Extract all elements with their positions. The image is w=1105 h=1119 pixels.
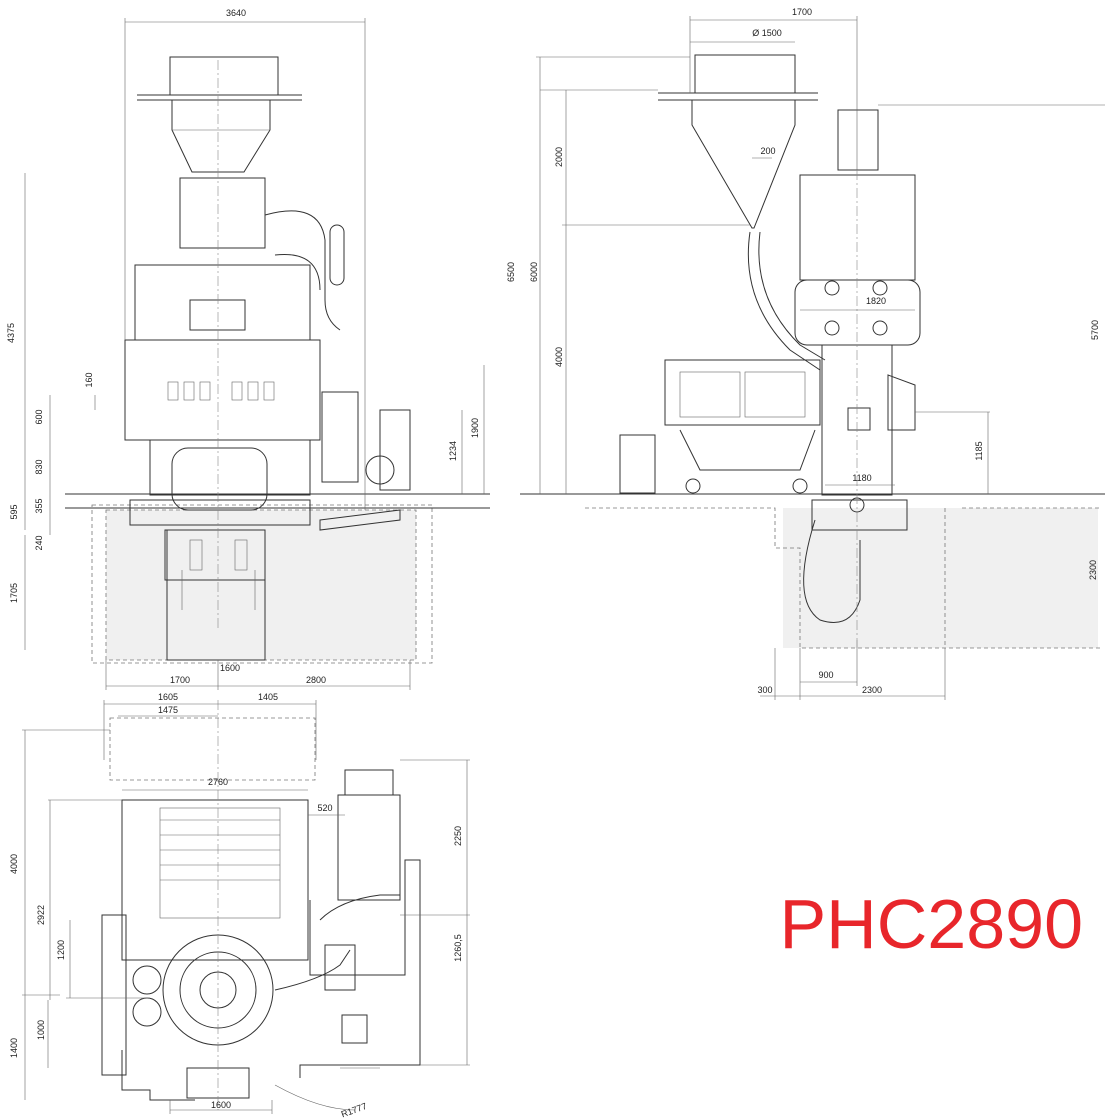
dim-1900: 1900: [470, 418, 480, 438]
dim-3640: 3640: [226, 8, 246, 18]
dim-1605: 1605: [158, 692, 178, 702]
dim-5700: 5700: [1090, 320, 1100, 340]
dim-160: 160: [84, 372, 94, 387]
dim-240: 240: [34, 535, 44, 550]
dim-2922: 2922: [36, 905, 46, 925]
dim-830: 830: [34, 459, 44, 474]
dim-1185: 1185: [974, 441, 984, 460]
dim-1700-side: 1700: [792, 7, 812, 17]
dim-2800: 2800: [306, 675, 326, 685]
dim-600: 600: [34, 409, 44, 424]
dim-1000: 1000: [36, 1020, 46, 1040]
dim-1700-front: 1700: [170, 675, 190, 685]
dim-1180: 1180: [852, 473, 871, 483]
dim-diameter-1500: Ø 1500: [752, 28, 782, 38]
dim-300: 300: [757, 685, 772, 695]
dim-6000: 6000: [529, 262, 539, 282]
dim-1405: 1405: [258, 692, 278, 702]
dim-1475: 1475: [158, 705, 178, 715]
dim-1600-front: 1600: [220, 663, 240, 673]
dim-4375: 4375: [6, 323, 16, 343]
radius-label: R1777: [340, 1101, 368, 1119]
dim-2760: 2760: [208, 777, 228, 787]
dim-1600-plan: 1600: [211, 1100, 231, 1110]
dim-1200: 1200: [56, 940, 66, 960]
dim-6500: 6500: [506, 262, 516, 282]
plan-view: 1605 1405 1475 2760 520 2250 1260,5 4000…: [9, 692, 470, 1119]
dim-1705: 1705: [9, 583, 19, 603]
dim-2300-vertical: 2300: [1088, 560, 1098, 580]
dim-1400: 1400: [9, 1038, 19, 1058]
front-view: 3640 4375 160 600 830 355 595 240 1705 1…: [6, 8, 490, 690]
dim-1234: 1234: [448, 441, 458, 461]
dim-355: 355: [34, 498, 44, 513]
dim-2000: 2000: [554, 147, 564, 167]
dim-2300-horizontal: 2300: [862, 685, 882, 695]
dim-1820: 1820: [866, 296, 886, 306]
dim-900: 900: [818, 670, 833, 680]
dim-4000-plan: 4000: [9, 854, 19, 874]
dim-200: 200: [760, 146, 775, 156]
dim-595: 595: [9, 504, 19, 519]
dim-1260-5: 1260,5: [453, 934, 463, 962]
side-view: Ø 1500 1700 200 6500 6000 2000 4000 1820…: [506, 7, 1105, 700]
dim-4000-side: 4000: [554, 347, 564, 367]
model-title: PHC2890: [779, 885, 1083, 963]
dim-520: 520: [317, 803, 332, 813]
dim-2250: 2250: [453, 826, 463, 846]
